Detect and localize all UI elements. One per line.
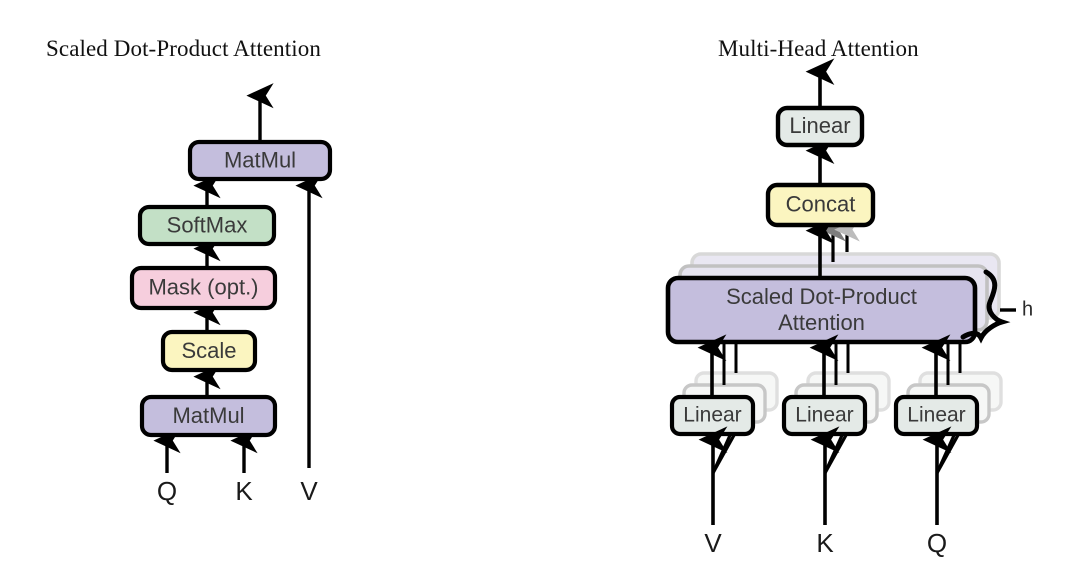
concat-label: Concat xyxy=(786,191,856,216)
left-block-softmax[interactable]: SoftMax xyxy=(137,204,277,247)
left-block-scale[interactable]: Scale xyxy=(160,329,258,373)
right-panel-group: Scaled Dot-Product Attention h Linear Li… xyxy=(665,58,1033,558)
heads-brace-icon xyxy=(960,269,1011,344)
left-block-scale-rect xyxy=(160,329,258,373)
right-input-label-v: V xyxy=(704,528,722,558)
sdpa-label-line2: Attention xyxy=(778,310,865,335)
right-panel-title: Multi-Head Attention xyxy=(718,36,919,61)
left-block-matmul-top[interactable]: MatMul xyxy=(187,139,333,182)
right-block-linear-v[interactable]: Linear xyxy=(669,394,756,437)
left-block-matmul-top-label: MatMul xyxy=(224,147,296,172)
left-block-softmax-rect xyxy=(137,204,277,247)
left-input-label-v: V xyxy=(300,476,318,506)
left-block-matmul-bottom[interactable]: MatMul xyxy=(139,394,278,438)
left-block-mask-rect xyxy=(129,265,278,311)
linear-q-label: Linear xyxy=(907,404,965,427)
right-input-label-q: Q xyxy=(927,528,947,558)
left-panel-title: Scaled Dot-Product Attention xyxy=(46,36,321,61)
heads-count-label: h xyxy=(1022,298,1033,320)
linear-k-label: Linear xyxy=(795,404,853,427)
linear-output-label: Linear xyxy=(789,113,850,138)
sdpa-label-line1: Scaled Dot-Product xyxy=(726,284,917,309)
left-block-matmul-top-rect xyxy=(187,139,333,182)
linear-v-label: Linear xyxy=(683,404,741,427)
left-block-softmax-label: SoftMax xyxy=(167,212,248,237)
right-block-linear-output[interactable]: Linear xyxy=(775,105,865,148)
right-block-scaled-dot-product-attention[interactable]: Scaled Dot-Product Attention xyxy=(665,275,978,345)
heads-brace-group: h xyxy=(960,269,1033,344)
right-block-concat[interactable]: Concat xyxy=(765,182,876,228)
left-block-mask[interactable]: Mask (opt.) xyxy=(129,265,278,311)
left-block-mask-label: Mask (opt.) xyxy=(148,274,258,299)
right-block-linear-q[interactable]: Linear xyxy=(893,394,980,437)
left-block-scale-label: Scale xyxy=(181,338,236,363)
left-block-matmul-bottom-label: MatMul xyxy=(172,403,244,428)
right-input-label-k: K xyxy=(816,528,834,558)
left-panel-group: MatMul SoftMax Mask (opt.) Scale MatMul … xyxy=(129,83,333,506)
left-input-label-q: Q xyxy=(157,476,177,506)
left-input-label-k: K xyxy=(235,476,253,506)
right-block-linear-k[interactable]: Linear xyxy=(781,394,868,437)
left-block-matmul-bottom-rect xyxy=(139,394,278,438)
